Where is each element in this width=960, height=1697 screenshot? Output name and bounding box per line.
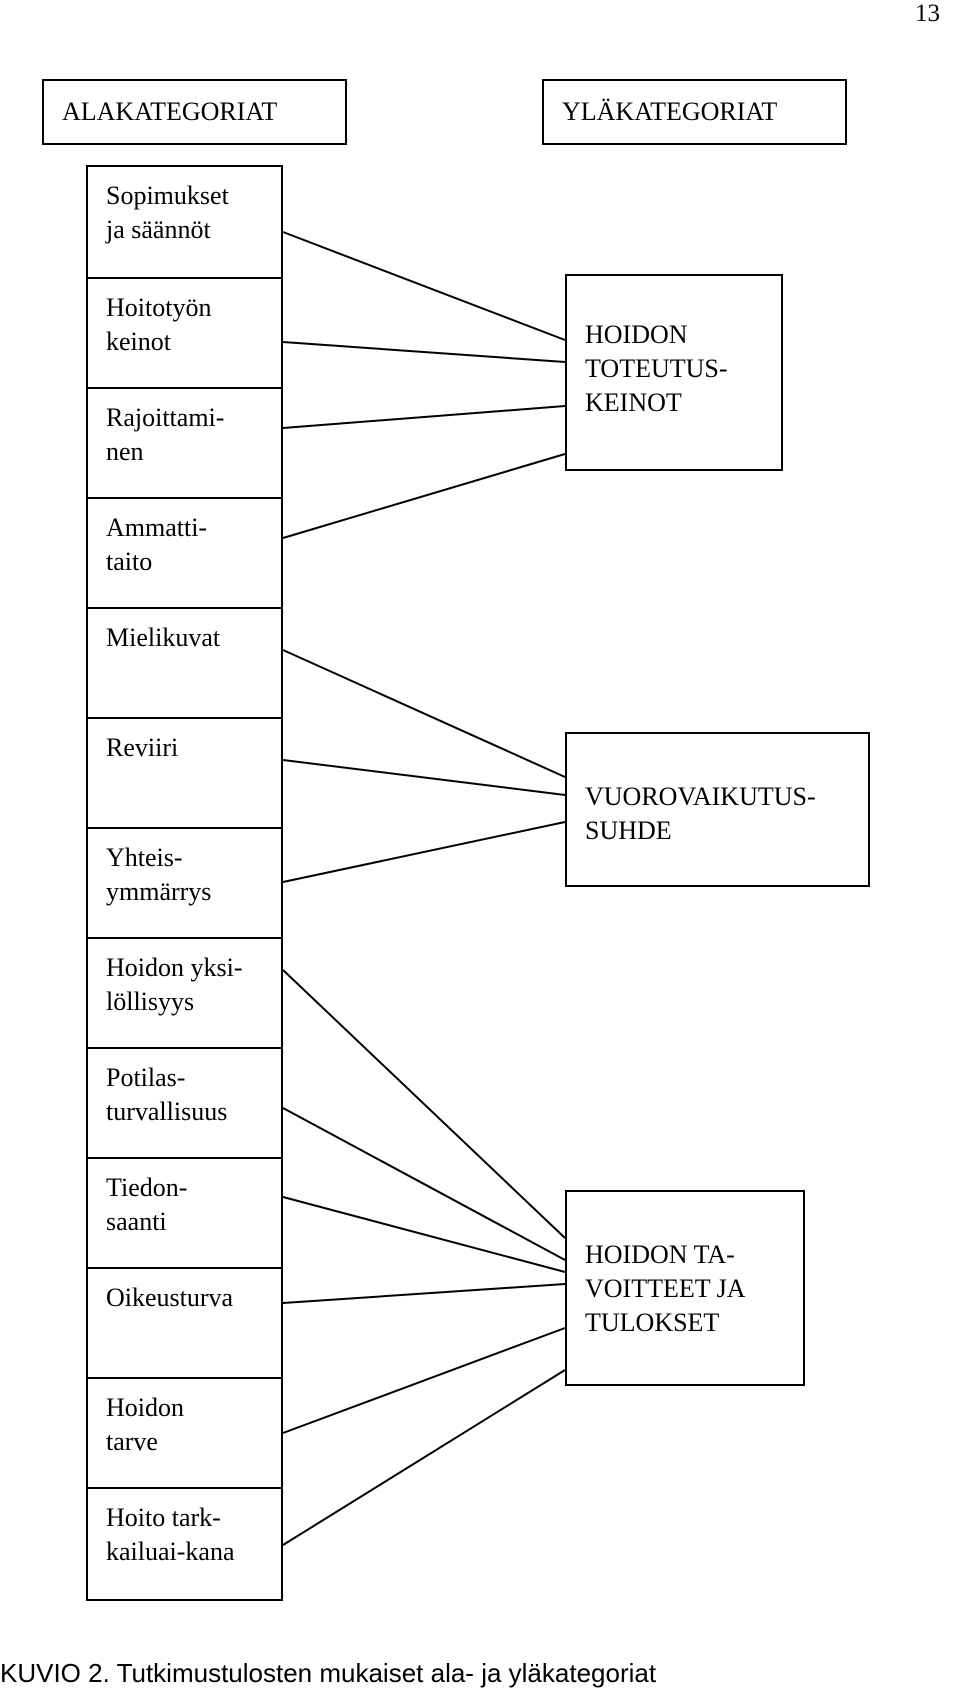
- connector-line: [282, 1196, 566, 1273]
- connector-line: [282, 453, 566, 539]
- connector-line: [282, 969, 566, 1239]
- subcategory-item: Potilas- turvallisuus: [88, 1047, 281, 1157]
- subcategory-item: Tiedon- saanti: [88, 1157, 281, 1267]
- main-categories-header: YLÄKATEGORIAT: [542, 79, 847, 145]
- page-number: 13: [915, 0, 940, 27]
- main-category-box: HOIDON TOTEUTUS- KEINOT: [565, 274, 783, 471]
- subcategory-item: Sopimukset ja säännöt: [106, 181, 229, 244]
- subcategory-item: Rajoittami- nen: [88, 387, 281, 497]
- subcategory-list: Sopimukset ja säännöt Hoitotyön keinot R…: [86, 165, 283, 1601]
- subcategory-item: Hoidon tarve: [88, 1377, 281, 1487]
- subcategories-header: ALAKATEGORIAT: [42, 79, 347, 145]
- subcategory-item: Mielikuvat: [88, 607, 281, 717]
- connector-line: [282, 1283, 566, 1304]
- connector-line: [282, 649, 566, 778]
- connector-line: [282, 1369, 566, 1546]
- subcategory-item: Oikeusturva: [88, 1267, 281, 1377]
- main-category-box: HOIDON TA- VOITTEET JA TULOKSET: [565, 1190, 805, 1386]
- subcategory-item: Hoitotyön keinot: [88, 277, 281, 387]
- subcategory-item: Reviiri: [88, 717, 281, 827]
- figure-caption: KUVIO 2. Tutkimustulosten mukaiset ala- …: [0, 1658, 657, 1688]
- main-category-box: VUOROVAIKUTUS- SUHDE: [565, 732, 870, 887]
- subcategory-item: Hoidon yksi- löllisyys: [88, 937, 281, 1047]
- connector-line: [282, 405, 566, 429]
- subcategory-item: Yhteis- ymmärrys: [88, 827, 281, 937]
- subcategory-item: Ammatti- taito: [88, 497, 281, 607]
- connector-line: [282, 1107, 566, 1261]
- connector-line: [282, 341, 566, 363]
- connector-line: [282, 231, 566, 341]
- subcategory-item: Hoito tark- kailuai-kana: [88, 1487, 281, 1603]
- connector-line: [282, 759, 566, 796]
- connector-line: [282, 821, 566, 883]
- connector-line: [282, 1327, 566, 1434]
